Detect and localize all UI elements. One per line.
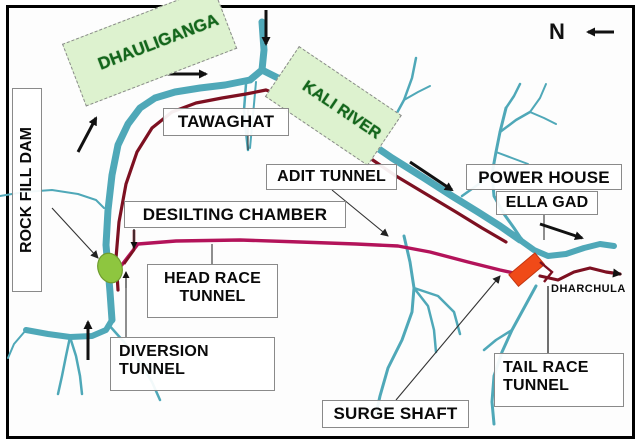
arrow-ella-gad <box>539 222 584 241</box>
river-kali-east <box>517 237 617 259</box>
tributary-west-b <box>68 335 84 396</box>
label-tail-race-tunnel: TAIL RACE TUNNEL <box>494 353 624 407</box>
rock-fill-dam-marker <box>97 252 123 284</box>
tributary-ella-gad-branch-b <box>504 82 522 110</box>
arrow-kali-mid <box>409 160 454 192</box>
label-head-race-tunnel: HEAD RACE TUNNEL <box>147 264 278 318</box>
river-dhauliganga <box>102 18 268 324</box>
power-house-hatch <box>539 261 554 283</box>
power-house-marker <box>508 252 546 287</box>
tunnel-east-outlet <box>538 266 622 282</box>
label-power-house: POWER HOUSE <box>466 164 622 190</box>
label-surge-shaft: SURGE SHAFT <box>322 400 469 428</box>
leader-lines <box>51 108 549 401</box>
tributary-ella-gad-branch-d <box>529 83 547 113</box>
label-dharchula: DHARCHULA <box>551 283 626 295</box>
tributary-surge-branch-a <box>412 286 438 354</box>
river-dhauliganga-downstream <box>23 317 115 340</box>
tributary-adit-north-branch <box>403 85 431 101</box>
label-adit-tunnel: ADIT TUNNEL <box>266 164 397 190</box>
tributary-west-a <box>56 335 72 396</box>
compass-north-letter: N <box>549 19 565 44</box>
leader-surge-shaft <box>395 275 501 401</box>
tunnel-diversion-alignment <box>114 88 508 292</box>
tributary-ella-gad-branch-f <box>495 151 529 165</box>
tributary-ella-gad-branch-e <box>529 111 557 125</box>
tributary-ella-gad-branch-c <box>498 110 532 134</box>
tributary-surge-main <box>374 234 416 416</box>
leader-rock-fill-dam <box>51 207 99 259</box>
tributary-west-c <box>7 329 27 359</box>
label-rock-fill-dam: ROCK FILL DAM <box>12 88 42 292</box>
label-tawaghat: TAWAGHAT <box>163 108 289 136</box>
tributary-tailrace-branch <box>482 328 514 352</box>
label-rock-fill-dam-text: ROCK FILL DAM <box>18 127 36 253</box>
label-desilting-chamber: DESILTING CHAMBER <box>124 201 346 228</box>
label-diversion-tunnel: DIVERSION TUNNEL <box>110 337 275 391</box>
tunnel-head-race <box>119 238 520 276</box>
label-ella-gad: ELLA GAD <box>496 191 598 215</box>
tributary-surge-branch-b <box>412 286 462 336</box>
leader-adit <box>331 189 389 237</box>
arrow-dhauliganga-upper-left <box>76 116 98 153</box>
tributary-tailrace <box>490 284 538 426</box>
